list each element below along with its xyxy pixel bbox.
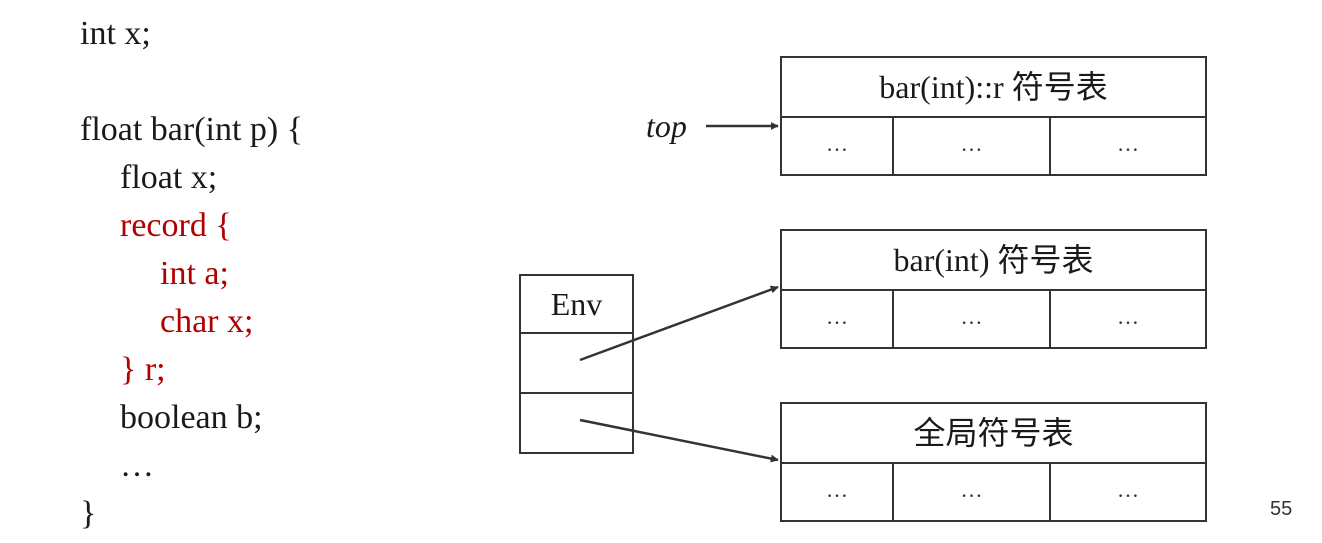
symbol-table-row: … … … xyxy=(782,291,1205,347)
symbol-table-cell: … xyxy=(894,118,1051,174)
code-line-highlighted: } r; xyxy=(120,351,166,388)
top-pointer-label: top xyxy=(646,108,687,144)
code-line: float bar(int p) { xyxy=(80,111,304,148)
symbol-table-row: … … … xyxy=(782,464,1205,520)
code-listing: int x; float bar(int p) { float x; recor… xyxy=(80,10,303,538)
symbol-table-cell: … xyxy=(1117,304,1139,329)
symbol-table-cell: … xyxy=(894,291,1051,347)
symbol-table-cell: … xyxy=(782,464,894,520)
symbol-table-cell: … xyxy=(1117,131,1139,156)
code-line-highlighted: char x; xyxy=(160,303,254,340)
env-to-global-table-arrow xyxy=(579,418,779,463)
symbol-table-title: bar(int) 符号表 xyxy=(782,231,1205,291)
symbol-table-cell: … xyxy=(894,464,1051,520)
page-number: 55 xyxy=(1270,498,1293,520)
code-line: float x; xyxy=(120,159,218,196)
symbol-table-cell: … xyxy=(1117,477,1139,502)
code-line: int x; xyxy=(80,15,151,52)
env-stack: Env xyxy=(519,274,634,454)
env-title: Env xyxy=(521,276,632,334)
code-line-highlighted: int a; xyxy=(160,255,229,292)
symbol-table-row: … … … xyxy=(782,118,1205,174)
symbol-table-cell: … xyxy=(782,118,894,174)
env-slot-function xyxy=(521,334,632,394)
code-line: } xyxy=(80,495,97,532)
symbol-table-global: 全局符号表 … … … xyxy=(780,402,1207,522)
code-line: … xyxy=(120,447,154,484)
symbol-table-cell: … xyxy=(782,291,894,347)
env-to-function-table-arrow xyxy=(579,285,779,362)
symbol-table-title: bar(int)::r 符号表 xyxy=(782,58,1205,118)
code-line-highlighted: record { xyxy=(120,207,232,244)
symbol-table-title: 全局符号表 xyxy=(782,404,1205,464)
code-line: boolean b; xyxy=(120,399,263,436)
symbol-table-record: bar(int)::r 符号表 … … … xyxy=(780,56,1207,176)
symbol-table-function: bar(int) 符号表 … … … xyxy=(780,229,1207,349)
